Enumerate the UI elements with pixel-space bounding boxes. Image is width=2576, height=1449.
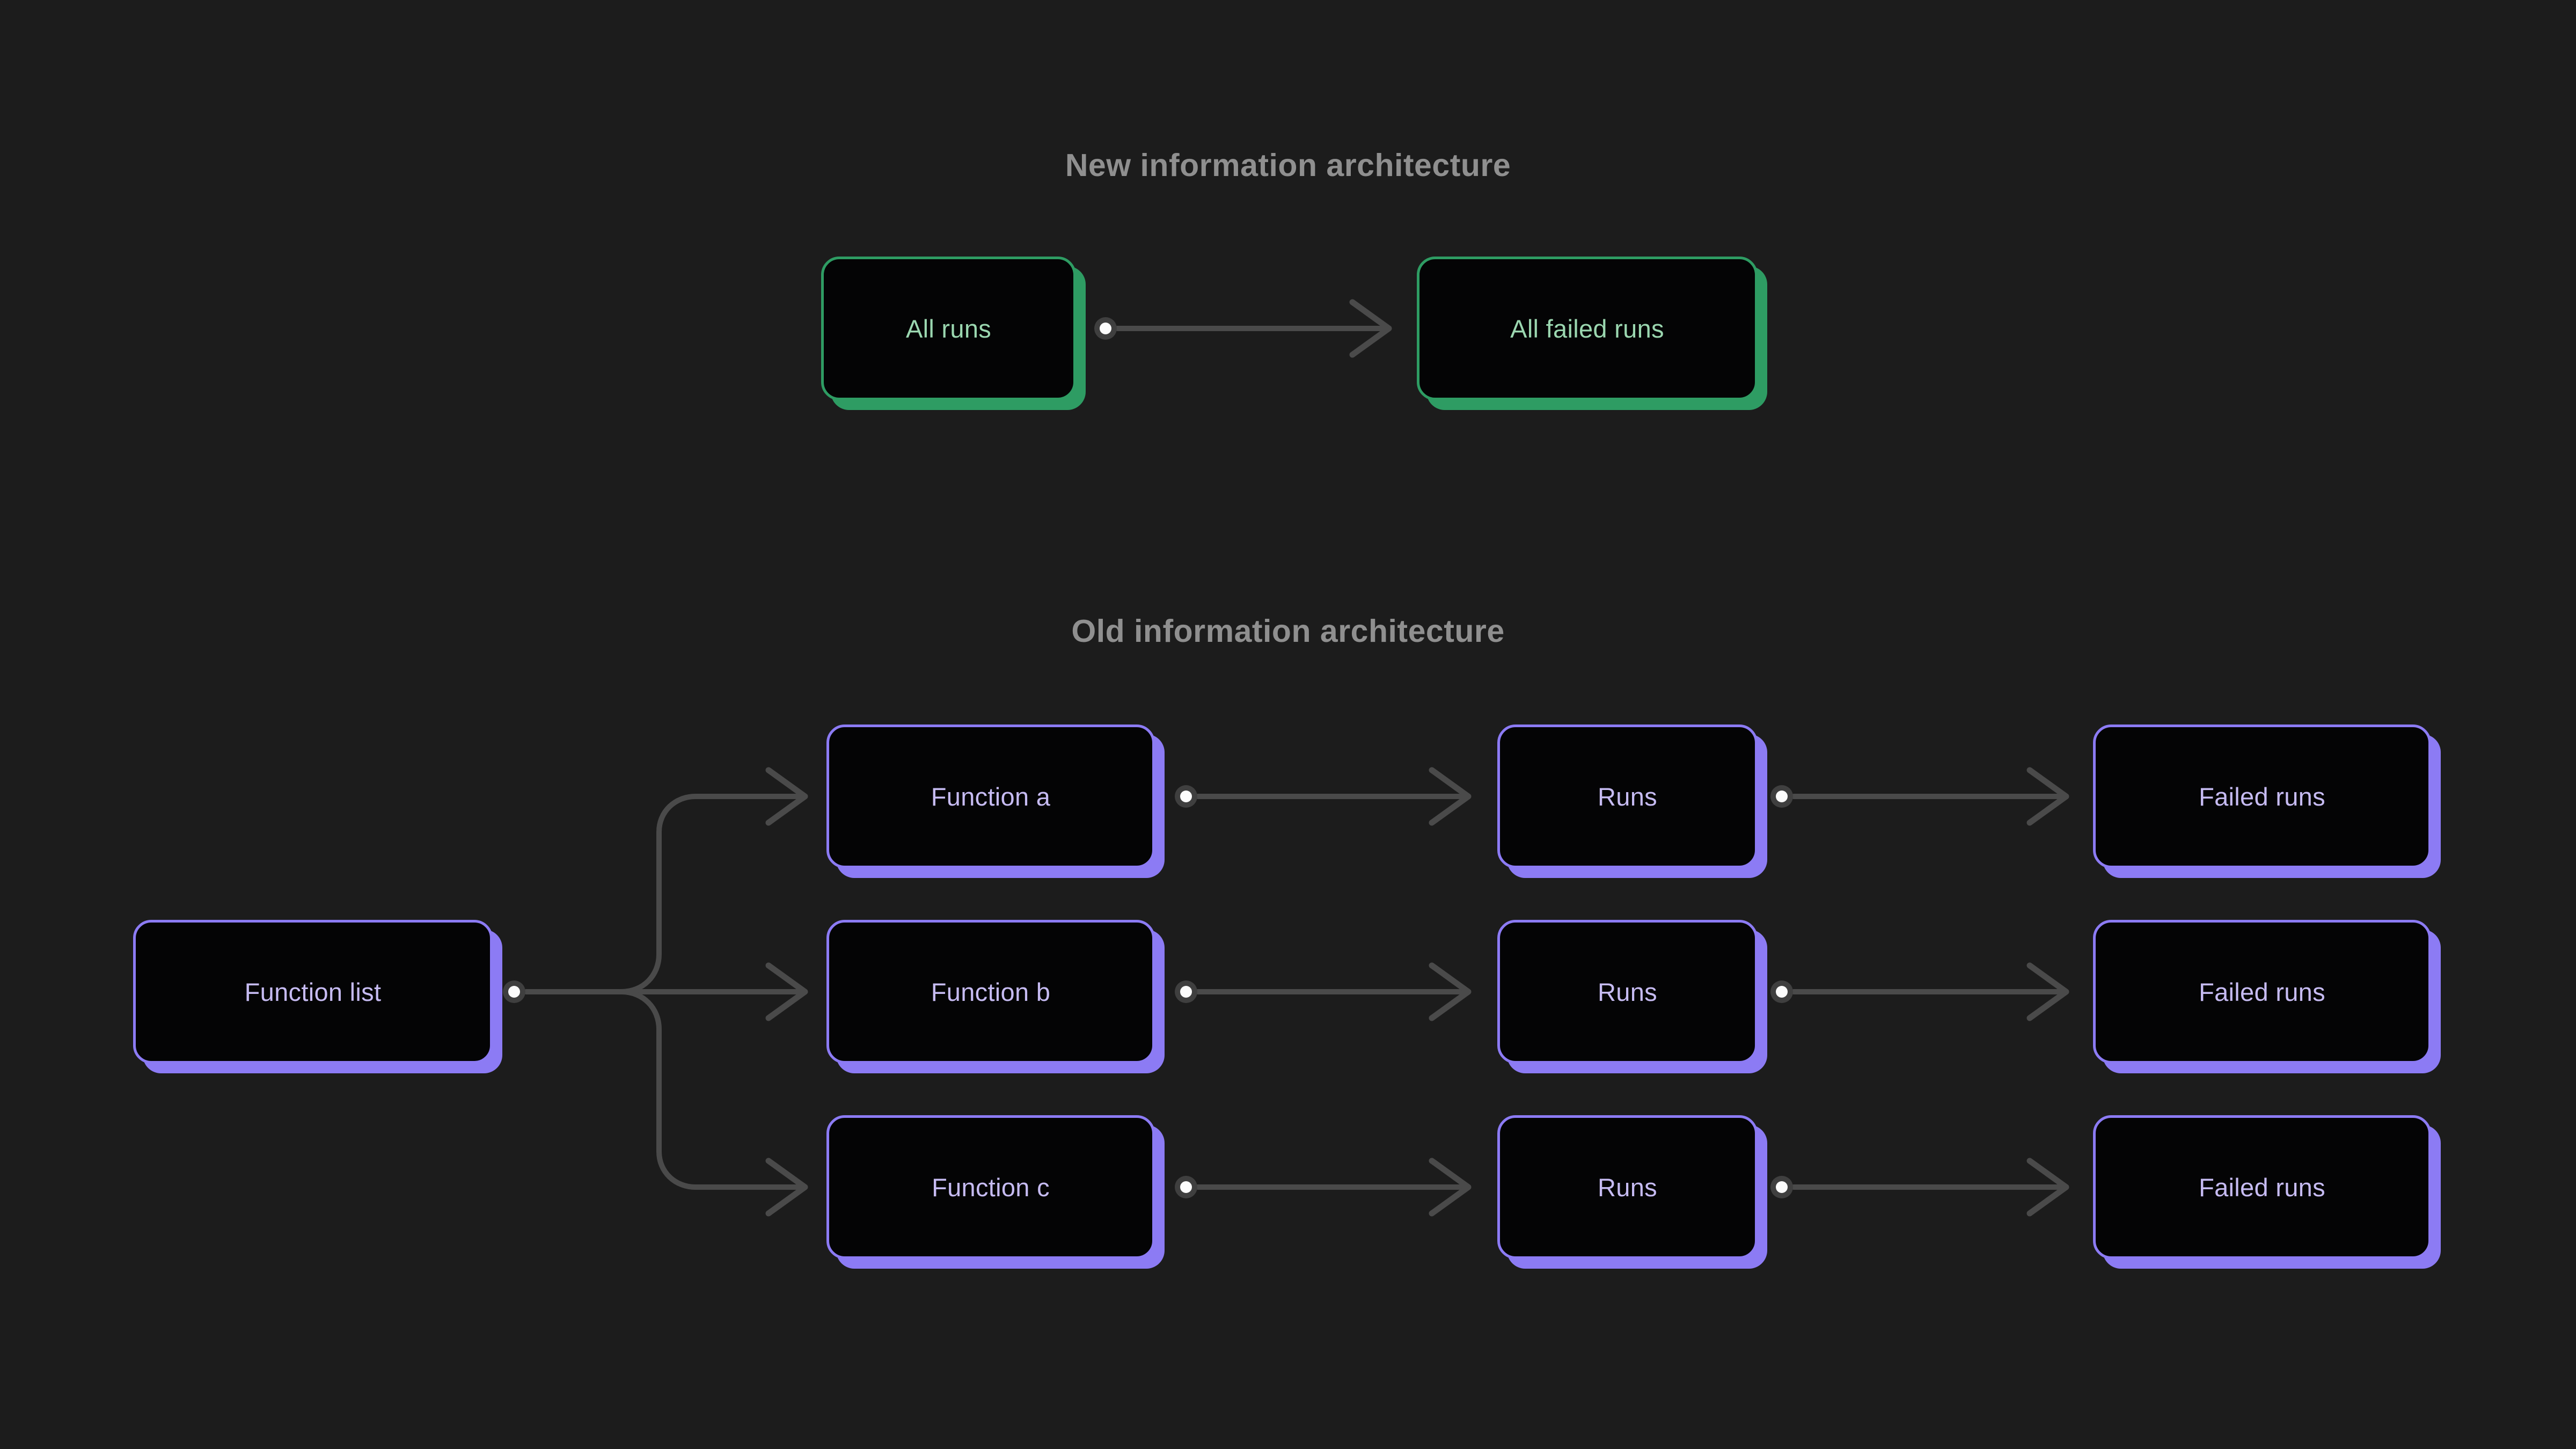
node-label: Runs: [1598, 1173, 1657, 1202]
node-label: Function a: [931, 782, 1051, 811]
arrowhead-icon: [765, 767, 808, 826]
node-function-a: Function a: [826, 724, 1155, 868]
arrowhead-icon: [1349, 299, 1392, 358]
node-failed-runs-b: Failed runs: [2093, 920, 2431, 1064]
arrowhead-icon: [2026, 1158, 2069, 1217]
node-function-b: Function b: [826, 920, 1155, 1064]
connector-branch-up: [619, 794, 803, 994]
node-label: Runs: [1598, 782, 1657, 811]
node-label: Failed runs: [2199, 1173, 2325, 1202]
source-dot-icon: [1175, 980, 1197, 1003]
connector-functions-runs: [1195, 767, 1472, 1217]
arrowhead-icon: [765, 1158, 808, 1217]
source-dot-icon: [1175, 785, 1197, 808]
node-failed-runs-c: Failed runs: [2093, 1115, 2431, 1259]
node-runs-a: Runs: [1497, 724, 1758, 868]
arrowhead-icon: [765, 962, 808, 1021]
node-all-failed-runs: All failed runs: [1417, 257, 1758, 400]
node-label: Failed runs: [2199, 782, 2325, 811]
node-label: Function c: [932, 1173, 1050, 1202]
arrowhead-icon: [2026, 962, 2069, 1021]
source-dot-icon: [1770, 980, 1793, 1003]
connector-allruns-allfailedruns: [1115, 299, 1392, 358]
source-dot-icon: [1770, 785, 1793, 808]
arrowhead-icon: [1429, 1158, 1472, 1217]
node-label: All failed runs: [1510, 314, 1664, 343]
node-all-runs: All runs: [821, 257, 1076, 400]
arrowhead-icon: [2026, 767, 2069, 826]
arrowhead-icon: [1429, 962, 1472, 1021]
node-label: All runs: [905, 314, 992, 343]
node-runs-b: Runs: [1497, 920, 1758, 1064]
arrowhead-icon: [1429, 767, 1472, 826]
node-function-c: Function c: [826, 1115, 1155, 1259]
node-function-list: Function list: [133, 920, 493, 1064]
old-architecture-title: Old information architecture: [1071, 613, 1505, 649]
node-failed-runs-a: Failed runs: [2093, 724, 2431, 868]
source-dot-icon: [1770, 1176, 1793, 1198]
node-runs-c: Runs: [1497, 1115, 1758, 1259]
connector-runs-failedruns: [1791, 767, 2069, 1217]
connector-branch-down: [619, 989, 803, 1190]
node-label: Runs: [1598, 977, 1657, 1006]
node-label: Failed runs: [2199, 977, 2325, 1006]
node-label: Function b: [931, 977, 1051, 1006]
source-dot-icon: [1175, 1176, 1197, 1198]
new-architecture-title: New information architecture: [1065, 148, 1511, 183]
connector-functionlist-branches: [523, 767, 808, 1217]
source-dot-icon: [503, 980, 525, 1003]
node-label: Function list: [244, 977, 382, 1006]
source-dot-icon: [1094, 317, 1117, 340]
